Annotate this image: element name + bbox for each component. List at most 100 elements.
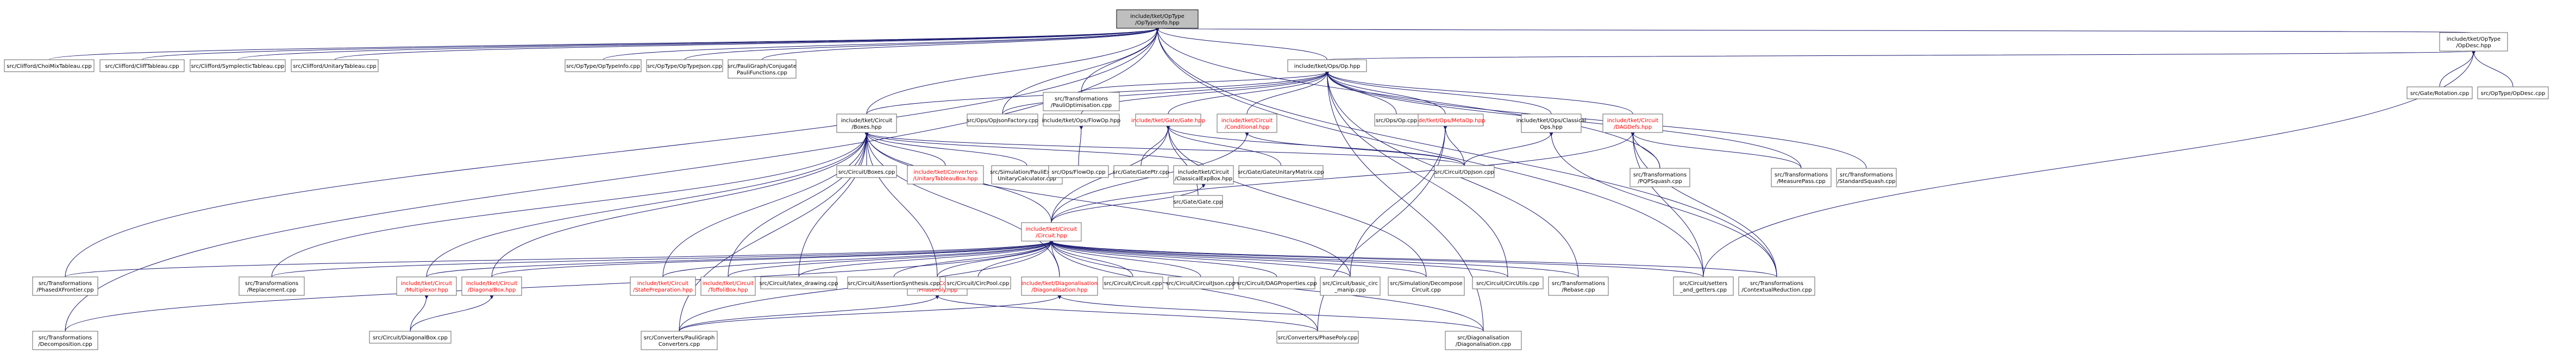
node-box <box>565 59 642 72</box>
graph-node-gaterot[interactable]: src/Gate/Rotation.cpp <box>2406 86 2473 99</box>
graph-node-flowop[interactable]: include/tket/Ops/FlowOp.hpp <box>1042 113 1120 127</box>
graph-node-classexpbox[interactable]: include/tket/Circuit/ClassicalExpBox.hpp <box>1173 165 1234 185</box>
graph-node-optypejson[interactable]: src/OpType/OpTypeJson.cpp <box>646 59 723 72</box>
dependency-edge <box>1168 71 1329 115</box>
node-label: src/Circuit/basic_circ <box>1323 281 1378 287</box>
graph-node-diagcpp[interactable]: src/Diagonalisation/Diagonalisation.cpp <box>1445 331 1522 350</box>
graph-node-conditional[interactable]: include/tket/Circuit/Conditional.hpp <box>1217 113 1277 133</box>
graph-node-boxes[interactable]: include/tket/Circuit/Boxes.hpp <box>836 113 897 133</box>
graph-node-boxescpp[interactable]: src/Circuit/Boxes.cpp <box>836 165 897 178</box>
graph-node-symp[interactable]: src/Clifford/SymplecticTableau.cpp <box>190 59 286 72</box>
dependency-edge <box>142 28 1159 60</box>
node-label: include/tket/Diagonalisation <box>1021 281 1098 287</box>
dependency-edge <box>1325 71 1446 115</box>
graph-node-diagboxcpp[interactable]: src/Circuit/DiagonalBox.cpp <box>369 331 452 344</box>
graph-node-unitarytab[interactable]: include/tket/Converters/UnitaryTableauBo… <box>907 165 984 185</box>
node-label: /Conditional.hpp <box>1225 124 1269 130</box>
node-label: /Boxes.hpp <box>851 124 881 130</box>
graph-node-circjson[interactable]: src/Circuit/CircuitJson.cpp <box>1166 276 1236 289</box>
graph-node-circuit[interactable]: include/tket/Circuit/Circuit.hpp <box>1021 222 1082 242</box>
node-label: include/tket/Circuit <box>1026 226 1077 232</box>
node-label: src/Gate/GateUnitaryMatrix.cpp <box>1238 169 1324 175</box>
graph-node-assertsynth[interactable]: src/Circuit/AssertionSynthesis.cpp <box>847 276 941 289</box>
graph-node-latex[interactable]: src/Circuit/latex_drawing.cpp <box>760 276 838 289</box>
node-box <box>728 59 797 79</box>
graph-node-opscpp[interactable]: src/Ops/Op.cpp <box>1374 113 1419 127</box>
graph-node-paulifunc[interactable]: src/PauliGraph/ConjugatePauliFunctions.c… <box>728 59 797 79</box>
dependency-edge <box>684 28 1159 60</box>
dependency-edge <box>1081 71 1329 93</box>
graph-node-gateunitmat[interactable]: src/Gate/GateUnitaryMatrix.cpp <box>1238 165 1324 178</box>
node-label: src/Transformations <box>1552 281 1605 287</box>
graph-node-gate[interactable]: include/tket/Gate/Gate.hpp <box>1131 113 1205 127</box>
graph-node-contextual[interactable]: src/Transformations/ContextualReduction.… <box>1738 276 1815 296</box>
graph-node-pqpsquash[interactable]: src/Transformations/PQPSquash.cpp <box>1629 168 1690 187</box>
graph-node-opjsonfactory[interactable]: src/Ops/OpJsonFactory.cpp <box>967 113 1038 127</box>
node-box <box>32 276 98 296</box>
graph-node-stateprep[interactable]: include/tket/Circuit/StatePreparation.hp… <box>630 276 696 296</box>
graph-node-convphasepoly[interactable]: src/Converters/PhasePoly.cpp <box>1276 331 1359 344</box>
node-box <box>1602 113 1663 133</box>
node-box <box>1238 276 1315 289</box>
node-label: /Multiplexor.hpp <box>405 287 448 293</box>
graph-node-toffolibox[interactable]: include/tket/Circuit/ToffoliBox.hpp <box>700 276 756 296</box>
graph-node-gatecpp[interactable]: src/Gate/Gate.cpp <box>1173 195 1223 208</box>
graph-node-optypeinfo[interactable]: src/OpType/OpTypeInfo.cpp <box>565 59 642 72</box>
node-label: /ClassicalExpBox.hpp <box>1175 176 1232 182</box>
node-label: src/Gate/Gate.cpp <box>1174 199 1223 205</box>
node-label: src/OpType/OpTypeJson.cpp <box>647 64 722 70</box>
graph-node-diagonalbox[interactable]: include/tket/Circuit/DiagonalBox.hpp <box>461 276 522 296</box>
graph-node-dagprop[interactable]: src/Circuit/DAGProperties.cpp <box>1237 276 1317 289</box>
graph-node-circuitcpp[interactable]: src/Circuit/Circuit.cpp <box>1102 276 1163 289</box>
graph-node-setters[interactable]: src/Circuit/setters_and_getters.cpp <box>1673 276 1734 296</box>
node-label: /ToffoliBox.hpp <box>708 287 748 293</box>
graph-node-diagonalisation[interactable]: include/tket/Diagonalisation/Diagonalisa… <box>1021 276 1098 296</box>
dependency-edge <box>1049 241 1427 277</box>
graph-node-circpool[interactable]: src/Circuit/CircPool.cpp <box>945 276 1011 289</box>
node-label: /ContextualReduction.cpp <box>1741 287 1812 293</box>
node-box <box>1102 276 1163 289</box>
graph-node-replacement[interactable]: src/Transformations/Replacement.cpp <box>239 276 305 296</box>
graph-node-opjson[interactable]: src/Circuit/OpJson.cpp <box>1434 165 1495 178</box>
graph-node-decomposition[interactable]: src/Transformations/Decomposition.cpp <box>32 331 98 350</box>
node-box <box>646 59 723 72</box>
node-label: include/tket/Circuit <box>466 281 518 287</box>
graph-node-chox[interactable]: src/Clifford/ChoiMixTableau.cpp <box>4 59 95 72</box>
graph-node-multiplexor[interactable]: include/tket/Circuit/Multiplexor.hpp <box>396 276 457 296</box>
dependency-edge <box>491 132 869 277</box>
graph-node-measurepass[interactable]: src/Transformations/MeasurePass.cpp <box>1771 168 1832 187</box>
graph-node-pauliopt[interactable]: src/Transformations/PauliOptimisation.cp… <box>1043 92 1120 111</box>
node-box <box>2406 86 2473 99</box>
graph-node-opdesc[interactable]: include/tket/OpType/OpDesc.hpp <box>2439 32 2508 52</box>
node-box <box>1287 59 1367 72</box>
graph-node-stdsquash[interactable]: src/Transformations/StandardSquash.cpp <box>1836 168 1897 187</box>
dependency-edge <box>1081 28 1159 93</box>
graph-node-circutils[interactable]: src/Circuit/CircUtils.cpp <box>1472 276 1544 289</box>
graph-node-opsop[interactable]: include/tket/Ops/Op.hpp <box>1287 59 1367 72</box>
graph-node-basiccirc[interactable]: src/Circuit/basic_circ_manip.cpp <box>1320 276 1381 296</box>
dependency-edge <box>1049 241 1579 277</box>
node-box <box>1048 165 1109 178</box>
dependency-edge <box>864 132 946 166</box>
dependency-edge <box>1325 71 1633 115</box>
dependency-edge <box>1155 28 1660 169</box>
node-box <box>99 59 185 72</box>
node-label: src/Ops/FlowOp.cpp <box>1051 169 1105 175</box>
graph-node-dagdefs[interactable]: include/tket/Circuit/DAGDefs.hpp <box>1602 113 1663 133</box>
graph-node-phasedx[interactable]: src/Transformations/PhasedXFrontier.cpp <box>32 276 98 296</box>
node-label: src/Circuit/DiagonalBox.cpp <box>373 335 448 341</box>
dependency-edge <box>1464 132 1553 166</box>
graph-node-cliff[interactable]: src/Clifford/CliffTableau.cpp <box>99 59 185 72</box>
dependency-edge <box>1049 241 1351 277</box>
node-label: PauliFunctions.cpp <box>737 70 787 76</box>
node-box <box>1113 165 1169 178</box>
graph-node-unit[interactable]: src/Clifford/UnitaryTableau.cpp <box>291 59 379 72</box>
graph-node-opdesccpp[interactable]: src/OpType/OpDesc.cpp <box>2477 86 2549 99</box>
graph-node-flowopcpp[interactable]: src/Ops/FlowOp.cpp <box>1048 165 1109 178</box>
node-box <box>1374 113 1419 127</box>
graph-node-gateptr[interactable]: src/Gate/GatePtr.cpp <box>1113 165 1169 178</box>
graph-node-rebase[interactable]: src/Transformations/Rebase.cpp <box>1548 276 1609 296</box>
